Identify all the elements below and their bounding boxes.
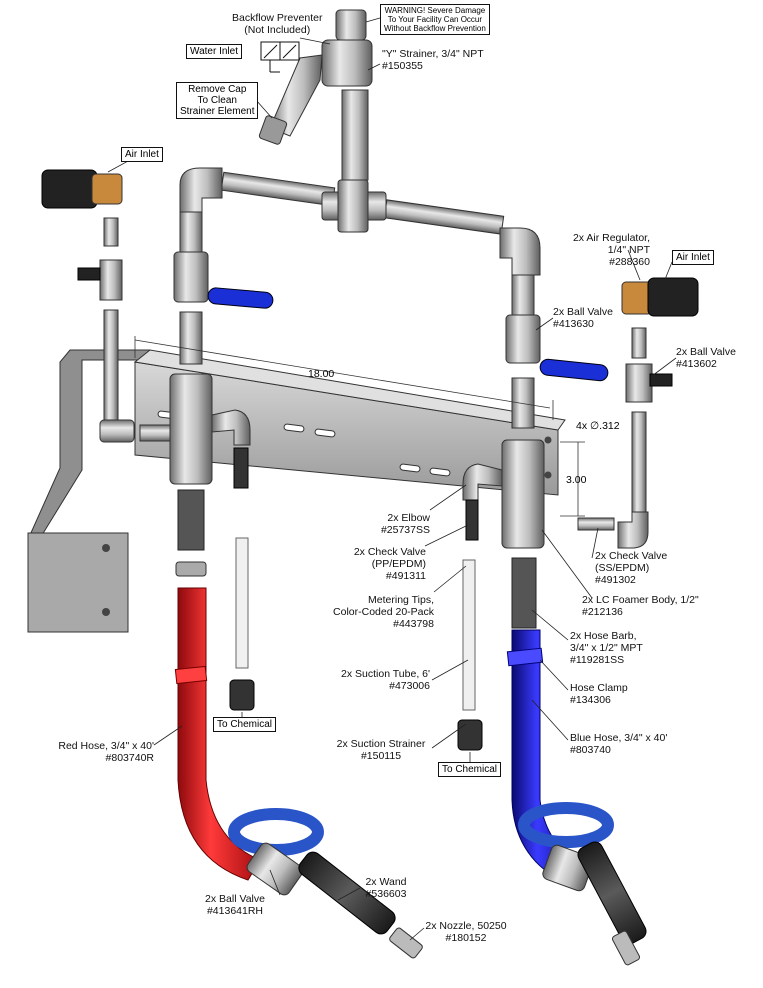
right-wand [518, 802, 647, 966]
backflow-preventer-label: Backflow Preventer(Not Included) [232, 12, 323, 36]
air-inlet-right-label: Air Inlet [672, 250, 714, 265]
leader-lines [107, 17, 677, 941]
top-manifold [179, 89, 541, 276]
hose-barb-label: 2x Hose Barb,3/4" x 1/2" MPT#119281SS [570, 630, 643, 666]
dimension-18: 18.00 [308, 368, 335, 380]
foamer-body-label: 2x LC Foamer Body, 1/2"#212136 [582, 594, 699, 618]
check-valve-pp-label: 2x Check Valve(PP/EPDM)#491311 [353, 546, 426, 582]
hose-clamp-label: Hose Clamp#134306 [570, 682, 628, 706]
blue-hose-label: Blue Hose, 3/4" x 40'#803740 [570, 732, 668, 756]
y-strainer-label: "Y" Strainer, 3/4" NPT#150355 [382, 48, 484, 72]
backflow-symbol [260, 41, 300, 73]
ball-valve-rh-label: 2x Ball Valve#413641RH [205, 893, 265, 917]
suction-strainer-label: 2x Suction Strainer#150115 [336, 738, 426, 762]
dimension-lines [134, 336, 585, 517]
dimension-hole-diameter: 4x ∅.312 [576, 420, 620, 432]
y-strainer [258, 9, 373, 145]
red-hose-label: Red Hose, 3/4" x 40'#803740R [58, 740, 154, 764]
dimension-3: 3.00 [566, 474, 587, 486]
right-foamer-assembly [457, 274, 609, 751]
warning-box: WARNING! Severe Damage To Your Facility … [380, 4, 490, 35]
air-inlet-left-label: Air Inlet [121, 147, 163, 162]
to-chemical-left-label: To Chemical [213, 717, 277, 732]
nozzle-label: 2x Nozzle, 50250#180152 [425, 920, 507, 944]
metering-tips-label: Metering Tips,Color-Coded 20-Pack#443798 [333, 594, 434, 630]
check-valve-ss-label: 2x Check Valve(SS/EPDM)#491302 [595, 550, 668, 586]
ball-valve-413630-label: 2x Ball Valve#413630 [553, 306, 613, 330]
suction-tube-label: 2x Suction Tube, 6'#473006 [341, 668, 430, 692]
left-wand [228, 808, 423, 959]
right-air-assembly [577, 277, 699, 549]
remove-cap-label: Remove Cap To Clean Strainer Element [176, 82, 259, 119]
ball-valve-413602-label: 2x Ball Valve#413602 [676, 346, 736, 370]
air-regulator-label: 2x Air Regulator,1/4" NPT#288360 [572, 232, 650, 268]
elbow-label: 2x Elbow#25737SS [380, 512, 430, 536]
left-foamer-assembly [169, 211, 274, 711]
water-inlet-label: Water Inlet [186, 44, 242, 59]
to-chemical-right-label: To Chemical [438, 762, 502, 777]
wand-label: 2x Wand#536603 [365, 876, 407, 900]
